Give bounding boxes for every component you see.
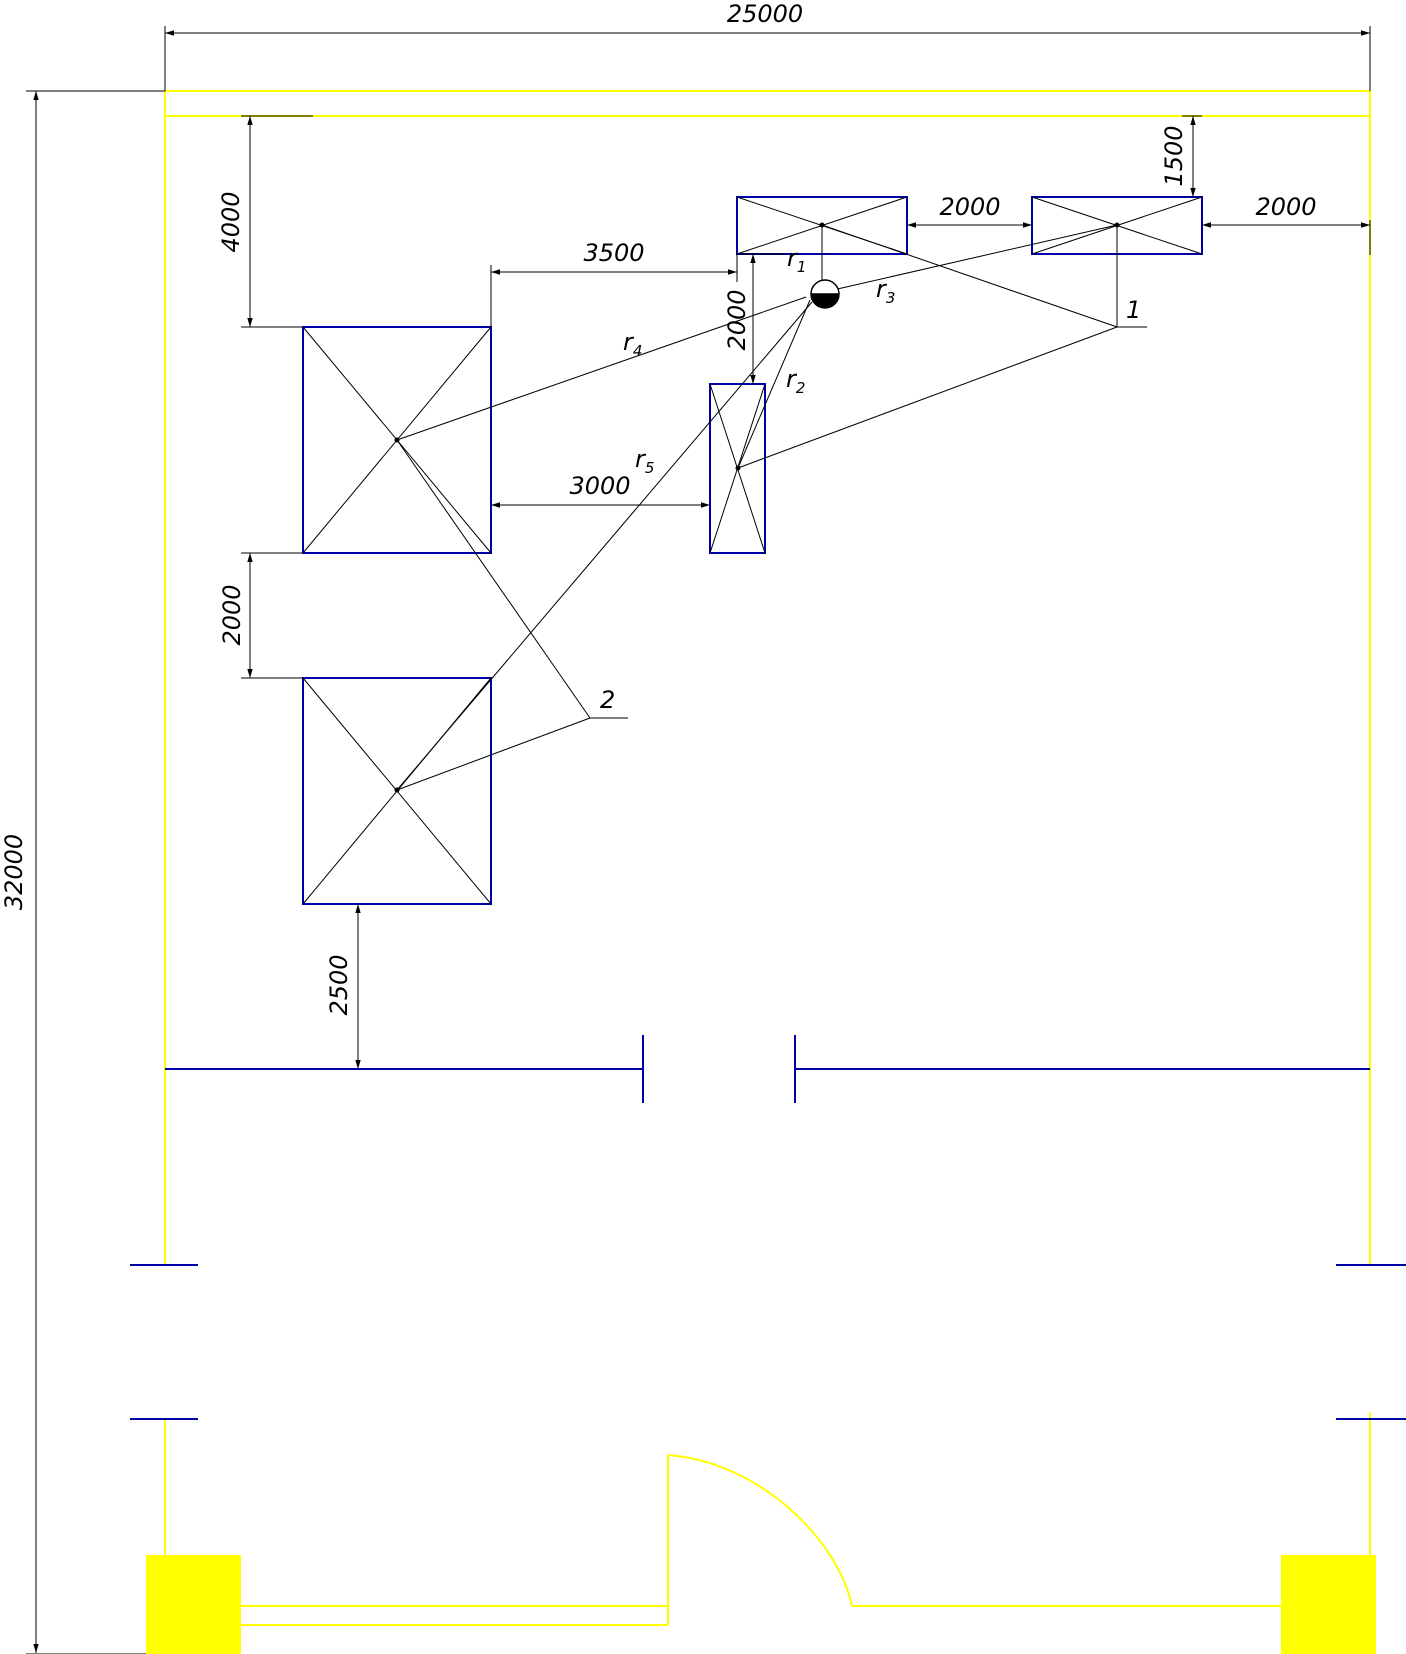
partitions [130,1035,1406,1420]
large-to-narrow-label: 3000 [569,472,630,500]
leader-1-c [737,326,1118,469]
overall-width-label: 25000 [727,0,803,28]
center-point [735,465,741,471]
top-to-large-label: 4000 [217,191,245,252]
radius-label-r2: r2 [786,365,805,397]
unit-to-narrow-label: 2000 [723,289,751,350]
callout-1: 1 [1126,296,1141,324]
door-swing-arc [667,1454,853,1607]
radius-label-r4: r4 [623,328,642,360]
dimension-labels: 25000 32000 4000 3500 2000 2000 1500 200… [0,0,1317,1016]
unit-to-wall-label: 2000 [1255,193,1316,221]
dimension-lines [26,26,1371,1654]
radius-lines [396,224,1147,791]
center-point [819,222,825,228]
radius-label-r3: r3 [876,275,895,307]
crossed-rectangle-icon [709,383,766,554]
radius-line-r2 [737,299,811,469]
building-walls [164,90,1371,1626]
center-point [1114,222,1120,228]
radius-line-r5 [396,301,813,791]
center-point [394,787,400,793]
wall-to-unit-label: 1500 [1160,125,1188,186]
radius-labels: r1 r2 r3 r4 r5 [623,244,895,477]
large-to-partition-label: 2500 [325,954,353,1015]
column-bottom-left [146,1555,241,1654]
center-points [394,222,1120,793]
callout-2: 2 [600,686,615,714]
leader-1-a [821,224,1118,328]
crossed-rectangle-icon [302,677,492,905]
units-gap-label: 2000 [939,193,1000,221]
top-wall [164,90,1371,117]
leader-2-b [396,717,591,791]
crossed-rectangle-icon [302,326,492,554]
radius-line-r3 [832,224,1118,291]
overall-height-label: 32000 [0,834,28,910]
structural-columns [146,1555,1376,1654]
radius-label-r5: r5 [635,445,654,477]
radius-line-r4 [396,296,807,441]
leader-2-a [396,439,591,719]
large-gap-label: 2000 [218,584,246,645]
semi-filled-circle-icon [810,279,840,309]
center-point [394,437,400,443]
large-to-small-label: 3500 [583,239,644,267]
radius-label-r1: r1 [787,244,806,276]
column-bottom-right [1281,1555,1376,1654]
